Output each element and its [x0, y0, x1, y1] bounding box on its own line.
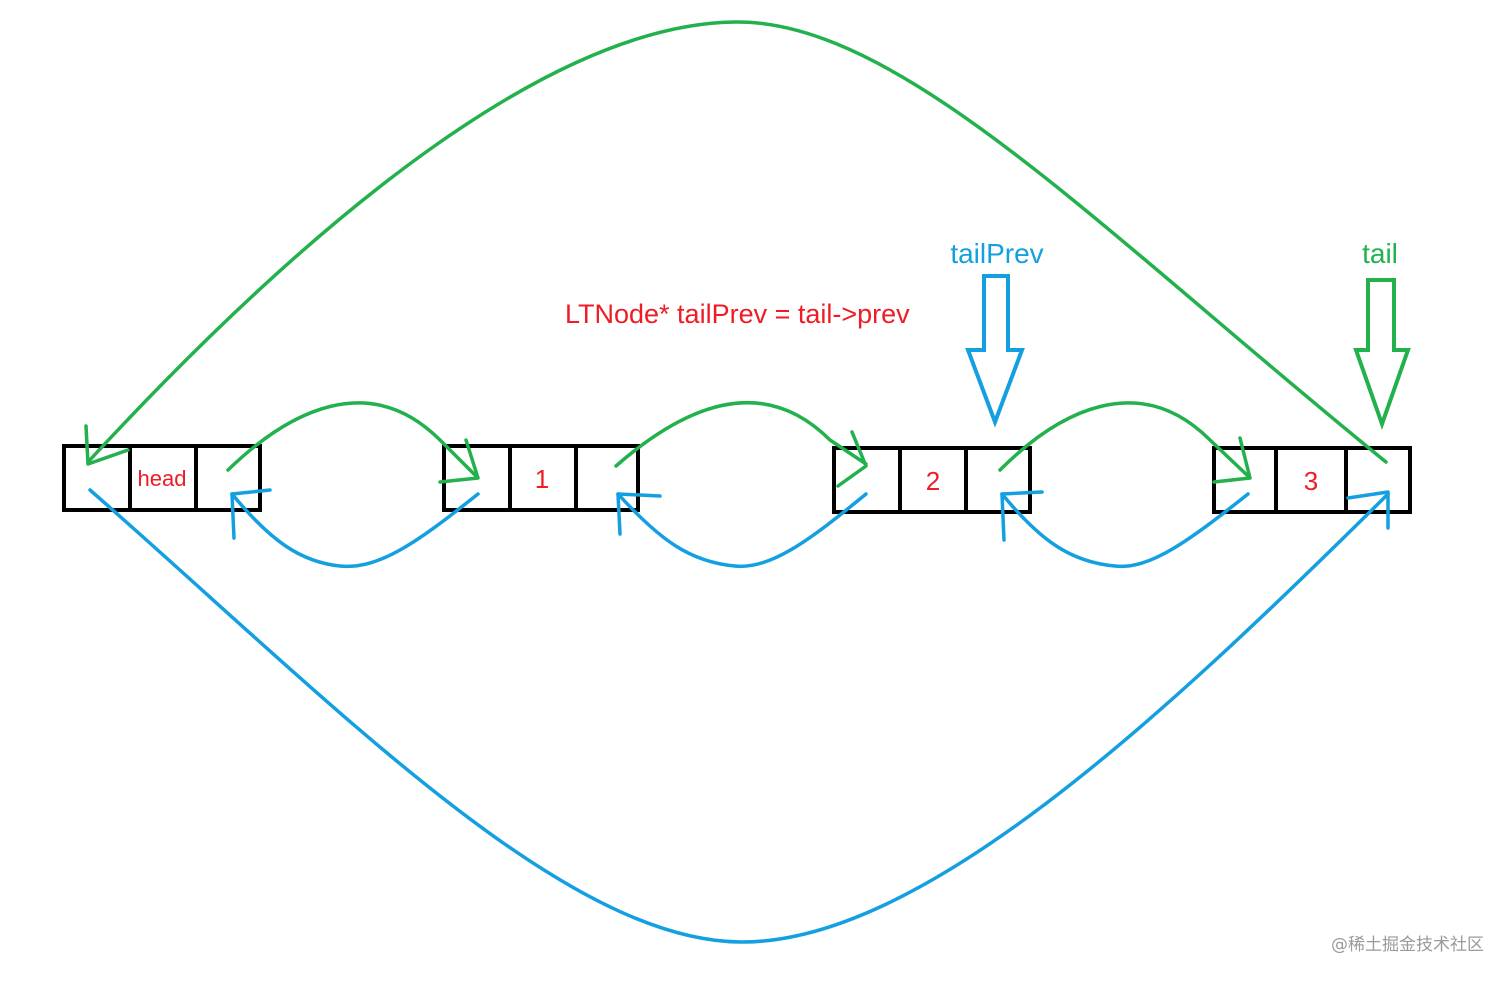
- node-3-next-cell: [1344, 446, 1412, 514]
- node-2-next-cell: [964, 446, 1032, 514]
- watermark: @稀土掘金技术社区: [1331, 935, 1484, 955]
- next-link-tail-to-head-arrowhead: [84, 424, 130, 466]
- tail-pointer: tail: [1353, 238, 1411, 431]
- prev-link-3-to-2-arrowhead: [1000, 490, 1044, 542]
- next-link-1-to-2-arrowhead: [836, 430, 868, 488]
- next-link-head-to-1-arrowhead: [438, 438, 480, 484]
- prev-link-1-to-head-arrowhead: [230, 488, 272, 540]
- next-link-2-to-3-arrowhead: [1212, 436, 1252, 484]
- tailprev-pointer: tailPrev: [950, 238, 1044, 428]
- tailprev-arrow-icon: [965, 274, 1025, 428]
- prev-link-3-to-2: [1000, 492, 1250, 569]
- prev-link-2-to-1: [616, 492, 868, 569]
- next-link-tail-to-head: [86, 20, 1388, 464]
- prev-link-2-to-1-arrowhead: [616, 492, 662, 536]
- next-link-1-to-2: [614, 401, 868, 468]
- code-annotation: LTNode* tailPrev = tail->prev: [565, 299, 910, 329]
- next-link-head-to-1: [226, 401, 478, 478]
- next-links: [84, 20, 1388, 488]
- node-3-data-cell: [1274, 446, 1348, 514]
- tail-arrow-icon: [1353, 278, 1411, 431]
- tailprev-label: tailPrev: [950, 238, 1043, 269]
- prev-link-head-to-tail: [88, 488, 1390, 944]
- prev-link-1-to-head: [230, 492, 480, 569]
- prev-links: [88, 488, 1390, 944]
- node-head-data-cell: [128, 444, 198, 512]
- node-head: head: [62, 444, 262, 512]
- node-2: 2: [832, 446, 1032, 514]
- node-2-data-cell: [898, 446, 968, 514]
- node-head-next-cell: [194, 444, 262, 512]
- tail-label: tail: [1362, 238, 1398, 269]
- node-head-prev-cell: [62, 444, 132, 512]
- prev-link-head-to-tail-arrowhead: [1346, 490, 1390, 530]
- node-2-label: 2: [926, 466, 940, 496]
- node-3-label: 3: [1304, 466, 1318, 496]
- node-1-label: 1: [535, 464, 549, 494]
- next-link-2-to-3: [998, 401, 1250, 478]
- node-1-data-cell: [508, 444, 578, 512]
- node-head-label: head: [138, 466, 187, 491]
